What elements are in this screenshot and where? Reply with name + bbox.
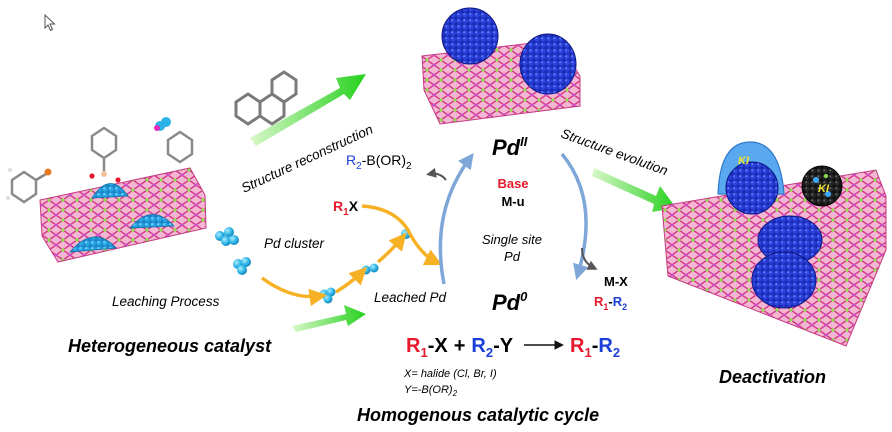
catalytic-cycle-arrows xyxy=(438,152,589,285)
heterogeneous-support-slab xyxy=(39,167,207,263)
side-arrows xyxy=(426,167,598,270)
pd-0-species: Pd0 xyxy=(492,289,528,315)
structure-evolution-arrow xyxy=(592,168,676,212)
to-cycle-green-arrow xyxy=(292,305,366,332)
polyaromatic-molecule xyxy=(234,70,298,126)
leached-pd-label: Leached Pd xyxy=(374,290,447,305)
m-x-label: M-X xyxy=(604,274,628,289)
base-label: Base xyxy=(497,176,528,191)
ki-label-right: KI xyxy=(818,183,830,195)
reaction-product: R1-R2 xyxy=(570,335,620,360)
aryl-halide-species: R1X xyxy=(333,198,359,218)
single-site-label-line1: Single site xyxy=(482,232,542,247)
aggregated-nanoparticles xyxy=(751,215,823,309)
deactivation-title: Deactivation xyxy=(719,367,826,387)
single-site-label-line2: Pd xyxy=(504,249,521,264)
y-definition: Y=-B(OR)2 xyxy=(404,384,458,398)
boronic-ester-species: R2-B(OR)2 xyxy=(346,152,412,172)
reaction-equation: R1-X+R2-Y xyxy=(406,335,514,360)
pd-ii-species: PdII xyxy=(492,134,528,160)
m-u-label: M-u xyxy=(501,194,524,209)
heterogeneous-catalyst-title: Heterogeneous catalyst xyxy=(68,336,272,356)
boronic-acid-molecule xyxy=(89,126,121,183)
ki-covered-nanoparticle xyxy=(717,141,785,215)
pd-cluster-label: Pd cluster xyxy=(264,236,325,251)
ki-label-left: KI xyxy=(738,155,750,167)
leaching-process-label: Leaching Process xyxy=(112,294,220,309)
pd-nanoparticles-on-support xyxy=(69,183,175,253)
structure-evolution-label: Structure evolution xyxy=(559,126,670,179)
mouse-cursor-icon xyxy=(44,13,56,37)
halide-definition: X= halide (Cl, Br, I) xyxy=(403,368,497,380)
homogenous-cycle-title: Homogenous catalytic cycle xyxy=(357,405,599,425)
coupling-product-species: R1-R2 xyxy=(594,294,627,312)
leaching-arrows xyxy=(260,204,443,307)
structure-reconstruction-arrow xyxy=(250,74,366,146)
biaryl-product-molecule xyxy=(154,117,194,164)
reconstructed-nanoparticles xyxy=(441,7,577,95)
aryl-halide-molecule xyxy=(6,168,52,204)
poisoned-black-nanoparticle xyxy=(801,165,843,207)
